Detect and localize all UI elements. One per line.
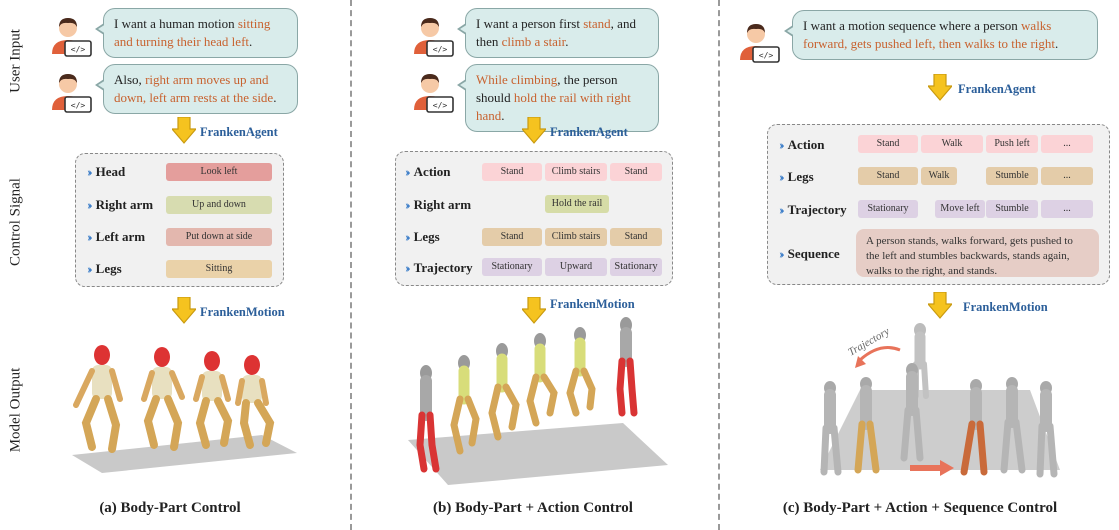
franken-agent-label: FrankenAgent	[200, 125, 278, 139]
chip-hold-the-rail: Hold the rail	[545, 195, 609, 213]
user-icon	[51, 73, 92, 113]
chip-climb-stairs: Climb stairs	[545, 228, 607, 246]
chip-stand: Stand	[858, 167, 918, 185]
divider-left	[350, 0, 352, 530]
user-bubble-c1: I want a motion sequence where a person …	[784, 10, 1098, 60]
chip-stumble: Stumble	[986, 200, 1038, 218]
franken-agent-label: FrankenAgent	[958, 82, 1036, 96]
row-label-user-input: User Input	[7, 29, 24, 93]
chip-stand: Stand	[610, 228, 662, 246]
chip-upward: Upward	[545, 258, 607, 276]
chip-up-and-down: Up and down	[166, 196, 272, 214]
down-arrow-icon	[522, 117, 546, 144]
chip-stand: Stand	[610, 163, 662, 181]
row-name-legs: ››Legs	[779, 169, 814, 184]
row-name-trajectory: ››Trajectory	[779, 202, 847, 217]
user-bubble-b2: While climbing, the person should hold t…	[457, 64, 659, 132]
user-icon	[51, 17, 92, 57]
row-name-right-arm: ››Right arm	[405, 197, 472, 212]
motion-render-c	[820, 323, 1060, 478]
row-name-head: ››Head	[87, 164, 126, 179]
row-name-action: ››Action	[405, 164, 451, 179]
user-bubble-a1: I want a human motion sitting and turnin…	[95, 8, 298, 58]
franken-agent-label: FrankenAgent	[550, 125, 628, 139]
chip-ellipsis: ...	[1041, 135, 1093, 153]
down-arrow-icon	[172, 117, 196, 144]
row-label-model-output: Model Output	[7, 367, 24, 453]
user-icon	[413, 73, 454, 113]
chip-stand: Stand	[482, 163, 542, 181]
user-icon	[413, 17, 454, 57]
franken-motion-label: FrankenMotion	[550, 297, 635, 311]
caption-b: (b) Body-Part + Action Control	[433, 500, 633, 516]
franken-motion-label: FrankenMotion	[963, 300, 1048, 314]
chip-look-left: Look left	[166, 163, 272, 181]
row-label-control-signal: Control Signal	[7, 178, 24, 266]
motion-render-b	[408, 317, 668, 485]
row-name-sequence: ››Sequence	[779, 246, 840, 261]
chip-put-down-at-side: Put down at side	[166, 228, 272, 246]
chip-move-left: Move left	[935, 200, 985, 218]
motion-render-a	[72, 345, 297, 473]
caption-a: (a) Body-Part Control	[99, 500, 241, 516]
user-bubble-a2: Also, right arm moves up and down, left …	[95, 64, 298, 114]
chip-stand: Stand	[482, 228, 542, 246]
row-name-right-arm: ››Right arm	[87, 197, 154, 212]
down-arrow-icon	[928, 74, 952, 101]
user-icon	[739, 23, 780, 63]
row-name-left-arm: ››Left arm	[87, 229, 146, 244]
chip-push-left: Push left	[986, 135, 1038, 153]
chip-stationary: Stationary	[858, 200, 918, 218]
chip-stationary: Stationary	[610, 258, 662, 276]
user-bubble-b1: I want a person first stand, and then cl…	[457, 8, 659, 58]
row-name-trajectory: ››Trajectory	[405, 260, 473, 275]
chip-ellipsis: ...	[1041, 200, 1093, 218]
down-arrow-icon	[928, 292, 952, 319]
down-arrow-icon	[172, 297, 196, 324]
chip-stationary: Stationary	[482, 258, 542, 276]
chip-walk: Walk	[921, 135, 983, 153]
divider-right	[718, 0, 720, 530]
chip-climb-stairs: Climb stairs	[545, 163, 607, 181]
sequence-description: A person stands, walks forward, gets pus…	[856, 229, 1099, 277]
chip-stumble: Stumble	[986, 167, 1038, 185]
chip-sitting: Sitting	[166, 260, 272, 278]
caption-c: (c) Body-Part + Action + Sequence Contro…	[782, 500, 1058, 516]
row-name-legs: ››Legs	[87, 261, 122, 276]
row-name-legs: ››Legs	[405, 229, 440, 244]
row-name-action: ››Action	[779, 137, 825, 152]
chip-ellipsis: ...	[1041, 167, 1093, 185]
chip-walk: Walk	[921, 167, 957, 185]
franken-motion-label: FrankenMotion	[200, 305, 285, 319]
chip-stand: Stand	[858, 135, 918, 153]
